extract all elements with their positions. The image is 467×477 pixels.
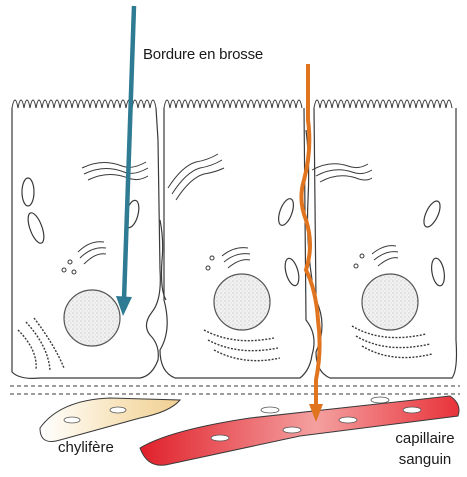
lymphatic-label: chylifère — [58, 439, 114, 456]
cell-2-outline — [160, 108, 314, 378]
nucleus-1 — [64, 290, 120, 346]
brush-border-label: Bordure en brosse — [143, 46, 263, 63]
mitochondrion — [276, 197, 297, 227]
mitochondrion — [430, 257, 447, 287]
capillary-label-line1: capillaire — [388, 428, 462, 449]
mitochondria — [22, 178, 446, 287]
capillary-label-line2: sanguin — [388, 449, 462, 470]
nuclei — [64, 274, 418, 346]
nucleus-3 — [362, 274, 418, 330]
transcellular-arrow — [116, 6, 134, 316]
golgi-small — [62, 242, 398, 274]
mitochondrion — [283, 257, 302, 287]
capillary-label: capillaire sanguin — [388, 428, 462, 470]
mitochondrion — [25, 211, 47, 245]
basement-membrane — [10, 386, 460, 394]
brush-border-microvilli — [12, 100, 452, 108]
cell-junction-1 — [160, 220, 166, 300]
nucleus-2 — [214, 274, 270, 330]
lymphatic-vessel — [40, 398, 180, 442]
mitochondrion — [22, 178, 34, 206]
mitochondrion — [421, 199, 444, 229]
